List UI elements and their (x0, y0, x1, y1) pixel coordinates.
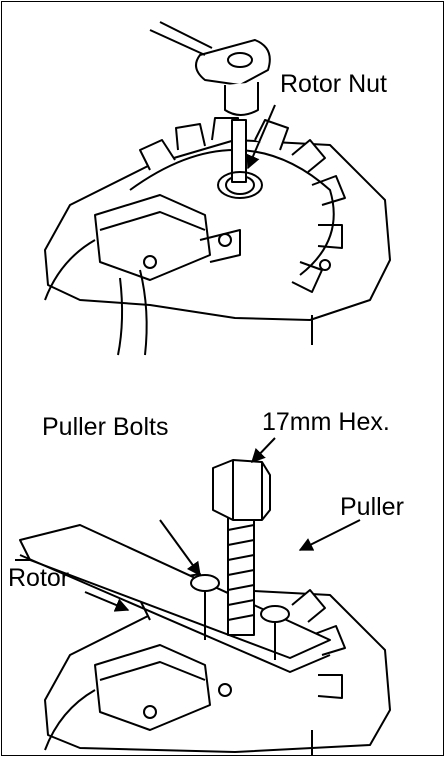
hex-head (212, 459, 271, 521)
label-rotor-nut: Rotor Nut (280, 70, 387, 98)
puller-leader (298, 519, 361, 551)
puller-bolts-leader (159, 519, 201, 577)
center-screw (212, 459, 271, 636)
ignition-coil-lower (94, 644, 211, 731)
label-17mm-hex: 17mm Hex. (262, 408, 390, 436)
ignition-coil (94, 194, 211, 281)
hex-leader (251, 437, 276, 464)
top-panel-drawing (44, 21, 391, 356)
shaft (231, 119, 247, 183)
bottom-panel-drawing (15, 459, 391, 755)
label-puller-bolts: Puller Bolts (42, 413, 169, 441)
label-rotor: Rotor (8, 564, 70, 592)
label-puller: Puller (340, 493, 404, 521)
rotor-nut-leader (246, 104, 276, 170)
rotor-leader (84, 591, 130, 612)
